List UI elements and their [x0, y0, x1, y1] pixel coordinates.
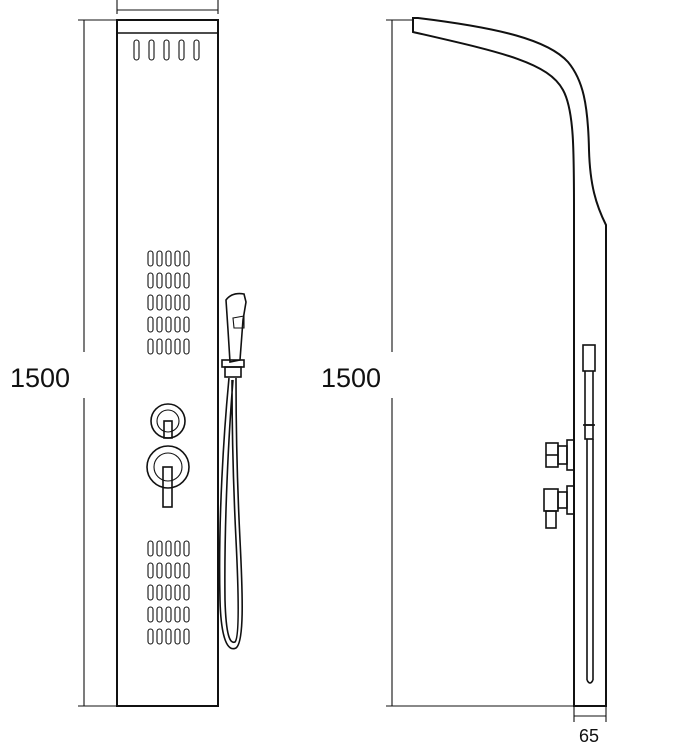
- side-upper-knob[interactable]: [545, 439, 575, 471]
- lower-jet-slot: [165, 540, 172, 557]
- upper-jet-slot: [183, 250, 190, 267]
- upper-jet-slot: [183, 316, 190, 333]
- lower-jet-slot: [183, 628, 190, 645]
- top-nozzle-slot: [163, 39, 170, 61]
- lower-jet-slot: [156, 584, 163, 601]
- hand-shower-hose: [218, 377, 243, 650]
- lower-jet-slot: [174, 606, 181, 623]
- lower-jet-slot: [156, 562, 163, 579]
- side-lower-knob[interactable]: [543, 485, 575, 529]
- top-nozzle-slot: [193, 39, 200, 61]
- side-height-dimension: 1500: [321, 19, 574, 707]
- upper-jet-slot: [147, 316, 154, 333]
- lower-jet-slot: [147, 628, 154, 645]
- lower-jet-slot: [156, 606, 163, 623]
- lower-jet-slot: [165, 562, 172, 579]
- lower-jet-slot: [156, 628, 163, 645]
- lower-jet-slot: [165, 606, 172, 623]
- upper-jet-grid: [147, 250, 190, 355]
- upper-jet-slot: [165, 316, 172, 333]
- lower-jet-slot: [174, 562, 181, 579]
- upper-jet-slot: [147, 272, 154, 289]
- lower-jet-slot: [147, 606, 154, 623]
- top-nozzle-slot: [178, 39, 185, 61]
- side-depth-label: 65: [579, 726, 599, 746]
- upper-jet-slot: [165, 250, 172, 267]
- upper-jet-slot: [147, 294, 154, 311]
- upper-jet-slot: [156, 272, 163, 289]
- upper-jet-slot: [165, 338, 172, 355]
- hand-shower-head[interactable]: [221, 292, 247, 378]
- lower-jet-slot: [147, 562, 154, 579]
- top-nozzle-slot: [133, 39, 140, 61]
- upper-jet-slot: [156, 294, 163, 311]
- side-depth-dimension: 65: [573, 706, 607, 746]
- upper-jet-slot: [174, 272, 181, 289]
- upper-jet-slot: [165, 294, 172, 311]
- front-view: 1500: [10, 0, 247, 707]
- side-panel-profile: [412, 17, 607, 707]
- upper-jet-slot: [147, 250, 154, 267]
- top-nozzles: [133, 39, 200, 61]
- lower-jet-slot: [165, 628, 172, 645]
- front-width-dimension: [116, 0, 219, 14]
- front-panel-body: [116, 19, 219, 707]
- side-height-label: 1500: [321, 363, 381, 393]
- side-view: 1500: [321, 17, 607, 746]
- side-riser-pipe: [582, 344, 596, 684]
- lower-jet-slot: [183, 606, 190, 623]
- upper-jet-slot: [147, 338, 154, 355]
- lower-jet-slot: [174, 584, 181, 601]
- upper-jet-slot: [156, 338, 163, 355]
- upper-jet-slot: [174, 316, 181, 333]
- lower-jet-slot: [165, 584, 172, 601]
- upper-jet-slot: [174, 294, 181, 311]
- lower-jet-grid: [147, 540, 190, 645]
- front-height-label: 1500: [10, 363, 70, 393]
- upper-jet-slot: [183, 338, 190, 355]
- lower-jet-slot: [174, 540, 181, 557]
- upper-jet-slot: [165, 272, 172, 289]
- top-nozzle-slot: [148, 39, 155, 61]
- lower-control-knob[interactable]: [146, 445, 190, 508]
- lower-jet-slot: [156, 540, 163, 557]
- lower-jet-slot: [183, 562, 190, 579]
- upper-jet-slot: [183, 272, 190, 289]
- upper-control-knob[interactable]: [150, 403, 186, 439]
- upper-jet-slot: [174, 338, 181, 355]
- upper-jet-slot: [183, 294, 190, 311]
- lower-jet-slot: [147, 584, 154, 601]
- upper-jet-slot: [156, 316, 163, 333]
- upper-jet-slot: [156, 250, 163, 267]
- upper-jet-slot: [174, 250, 181, 267]
- lower-jet-slot: [174, 628, 181, 645]
- lower-jet-slot: [183, 540, 190, 557]
- lower-jet-slot: [147, 540, 154, 557]
- lower-jet-slot: [183, 584, 190, 601]
- front-height-dimension: 1500: [10, 19, 116, 707]
